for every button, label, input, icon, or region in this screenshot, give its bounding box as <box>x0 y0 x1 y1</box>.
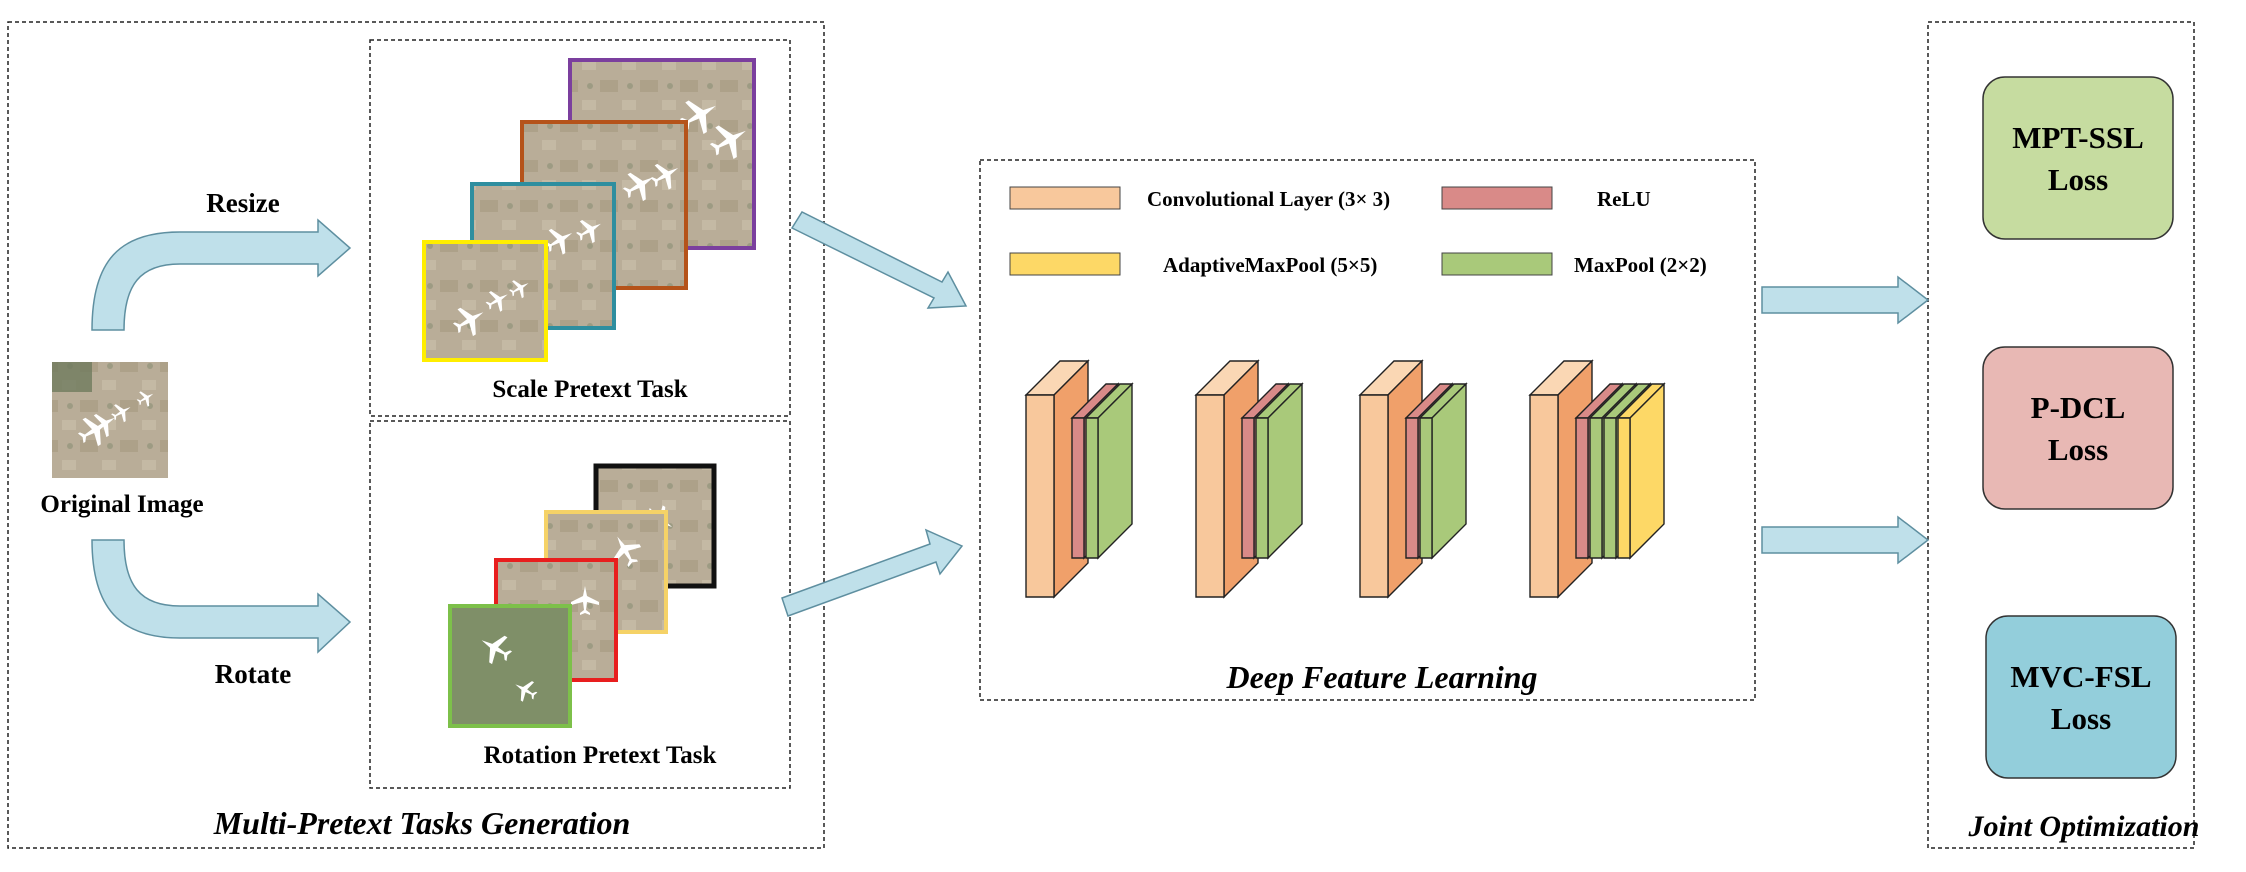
scale-images <box>422 58 756 362</box>
maxpool-layer-1-2 <box>1084 382 1134 560</box>
multi-pretext-title: Multi-Pretext Tasks Generation <box>213 805 631 841</box>
deep-feature-title: Deep Feature Learning <box>1225 659 1537 695</box>
deep-feature-box <box>979 159 1756 701</box>
loss-mvc-fsl-line1: MVC-FSL <box>2010 659 2151 694</box>
rotate-label: Rotate <box>215 659 291 689</box>
legend-label-adaptive: AdaptiveMaxPool (5×5) <box>1163 253 1377 277</box>
legend-label-maxpool: MaxPool (2×2) <box>1574 253 1707 277</box>
original-image <box>52 362 168 478</box>
loss-mvc-fsl: MVC-FSL Loss <box>1985 615 2177 779</box>
rotation-to-feature-arrow <box>781 528 964 617</box>
to-loss-arrow-upper <box>1761 275 1930 325</box>
legend-swatch-conv <box>1009 186 1121 210</box>
legend: Convolutional Layer (3× 3) ReLU Adaptive… <box>1009 186 1707 277</box>
to-loss-arrow-lower <box>1761 515 1930 565</box>
joint-optimization-title: Joint Optimization <box>1968 810 2200 843</box>
legend-swatch-adaptive <box>1009 252 1121 276</box>
cnn-blocks <box>1024 359 1666 599</box>
adaptive-layer-4-4 <box>1616 382 1666 560</box>
original-image-label: Original Image <box>40 491 203 518</box>
rotation-images <box>448 463 717 728</box>
scale-to-feature-arrow <box>790 211 968 309</box>
rotate-arrow <box>91 539 352 654</box>
loss-p-dcl-line2: Loss <box>2048 432 2108 467</box>
joint-optimization-box <box>1927 21 2195 849</box>
loss-mpt-ssl-line2: Loss <box>2048 162 2108 197</box>
legend-label-relu: ReLU <box>1597 187 1651 211</box>
loss-p-dcl: P-DCL Loss <box>1982 346 2174 510</box>
scale-task-label: Scale Pretext Task <box>492 376 687 403</box>
maxpool-layer-2-2 <box>1254 382 1304 560</box>
maxpool-layer-3-2 <box>1418 382 1468 560</box>
scale-task-box <box>369 39 791 417</box>
loss-mpt-ssl-line1: MPT-SSL <box>2012 120 2144 155</box>
legend-swatch-relu <box>1441 186 1553 210</box>
resize-arrow <box>91 218 352 331</box>
loss-p-dcl-line1: P-DCL <box>2031 390 2126 425</box>
legend-label-conv: Convolutional Layer (3× 3) <box>1147 187 1390 211</box>
resize-label: Resize <box>206 188 279 218</box>
loss-mvc-fsl-line2: Loss <box>2051 701 2111 736</box>
loss-mpt-ssl: MPT-SSL Loss <box>1982 76 2174 240</box>
legend-swatch-maxpool <box>1441 252 1553 276</box>
multi-pretext-box <box>7 21 825 849</box>
rotation-task-label: Rotation Pretext Task <box>484 742 717 769</box>
